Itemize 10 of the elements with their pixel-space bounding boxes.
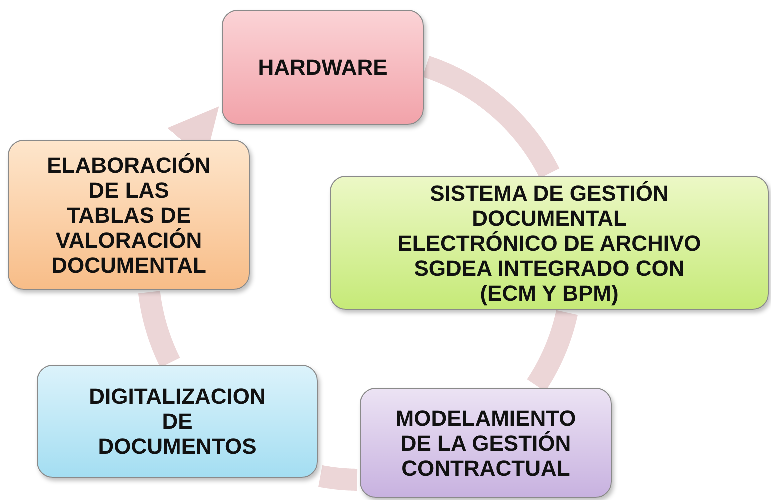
node-label: HARDWARE: [258, 55, 388, 80]
node-label: ELABORACIÓN DE LAS TABLAS DE VALORACIÓN DOCUMENTAL: [47, 152, 211, 278]
process-box: [37, 365, 318, 478]
process-box: [360, 388, 612, 498]
process-box: [222, 10, 424, 125]
process-box: [8, 140, 250, 290]
process-box: [330, 176, 769, 310]
node-label: SISTEMA DE GESTIÓN DOCUMENTAL ELECTRÓNICO DE ARCHIVO SGDEA INTEGRADO CON (ECM Y BPM): [396, 180, 702, 306]
node-label: DIGITALIZACION DE DOCUMENTOS: [88, 384, 267, 459]
node-label: MODELAMIENTO DE LA GESTIÓN CONTRACTUAL: [396, 406, 576, 480]
